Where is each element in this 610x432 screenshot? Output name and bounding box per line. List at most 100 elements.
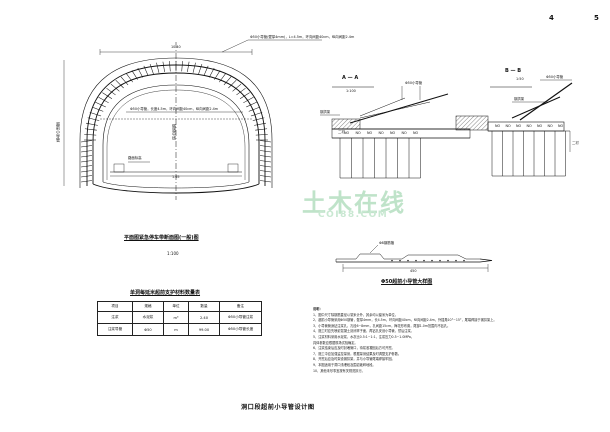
note-line: 5、注浆材料采用水泥浆，水灰比0.5:1~1:1，注浆压力0.5~1.0MPa， [313,334,415,339]
drawing-line [259,170,272,173]
drawing-line [80,180,93,183]
section-cell-label: NO [390,130,396,135]
grout-hole [407,259,409,262]
drawing-line [259,175,272,178]
drawing-line [84,128,97,131]
drawing-line [80,150,93,153]
note-line: 1、图中尺寸除钢筋直径以毫米计外，其余均以厘米为单位。 [313,312,398,317]
drawing-line [181,61,183,72]
drawing-line [214,70,221,80]
table-cell: m [163,323,189,336]
drawing-line [84,134,97,136]
main-bottom-note: 路面标高 [128,156,142,160]
drawing-line [86,122,98,126]
drawing-line [259,160,272,163]
drawing-line [149,63,154,75]
drawing-line [187,61,190,72]
section-bb-label: B — B [505,68,522,74]
drawing-line [80,175,93,178]
table-cell: m³ [163,311,189,324]
drawing-line [246,101,257,108]
section-cell-label: NO [495,123,501,128]
drawing-line [131,70,138,80]
drawing-line [259,180,272,183]
table-row: 注浆导管 Φ50 m 99.00 Φ50小导管长度 [97,323,262,336]
main-side-label: 超前小导管 [56,122,61,142]
drawing-line [80,160,93,163]
note-line: 9、本图适用于洞口浅埋段及围岩破碎地段。 [313,362,376,367]
section-aa-columns [339,138,421,179]
page-number-left: 4 [549,14,554,22]
section-cell-label: NO [367,130,373,135]
watermark-logo: 土木在线 [302,189,406,217]
main-dim-bottom: 1.65 [172,175,180,179]
main-top-note: Φ50小导管(壁厚4mm)，L=4.5m，环向间距40cm，纵向间距2.4m [250,35,355,39]
table-cell: Φ50小导管长度 [219,323,262,336]
section-cell-label: NO [505,123,511,128]
section-bb-note3: 二衬 [572,141,579,145]
drawing-line [259,145,272,148]
drawing-line [223,76,232,86]
table-header-cell: 备注 [219,301,262,312]
grout-hole [447,259,449,262]
section-cell-label: NO [516,123,522,128]
drawing-line [243,96,254,104]
note-line: 8、开挖后应及时架设钢拱架，并与小导管尾端焊接牢固。 [313,357,395,362]
drawing-line [137,67,144,78]
drawing-line [106,87,116,96]
pipe-detail-drawing [335,244,493,272]
drawing-line [254,122,266,126]
grout-hole [415,259,417,262]
drawing-line [236,87,246,96]
grout-hole [463,259,465,262]
section-cell-label: NO [355,130,361,135]
main-caption: 平面图紧急停车带断面图(一般)图 [124,235,199,241]
note-line: 3、小导管管身钻注浆孔，孔径6~8mm，孔间距15cm，梅花形布置，尾部1.0m… [313,323,451,328]
section-cell-label: NO [378,130,384,135]
section-aa-note1: Φ50小导管 [405,81,423,85]
section-aa-scale: 1:100 [346,89,356,93]
drawing-line [89,112,102,117]
drawing-line [232,83,242,92]
section-aa-note2: 钢拱架 [320,110,331,114]
section-cell-label: NO [558,123,564,128]
main-dim-top: 10.40 [171,45,181,49]
drawing-line [259,150,272,153]
section-bb-note1: Φ50小导管 [546,75,564,79]
drawing-line [102,92,113,100]
table-row: 注浆 水泥浆 m³ 2.40 Φ50小导管注浆 [97,311,262,324]
drawing-line [228,80,237,89]
table-cell: 注浆 [97,311,133,324]
table-header-cell: 数量 [188,301,220,312]
table-cell: 2.40 [188,311,220,324]
drawing-line [143,65,149,76]
section-bb-scale: 1:50 [516,77,524,81]
note-line: 4、施工时应先喷射混凝土封闭掌子面，再钻孔安设小导管，然后注浆。 [313,329,414,334]
pipe-grout-holes [391,259,465,262]
drawing-line [92,106,104,112]
drawing-line [98,96,109,104]
tunnel-cross-section [63,42,273,200]
note-line: 6、注浆结束后应及时封堵管口，待浆液凝固后方可开挖。 [313,346,395,351]
section-cell-label: NO [344,130,350,135]
section-cell-label: NO [526,123,532,128]
drawing-line [219,73,226,83]
pipe-fan-hatching [80,60,272,183]
drawing-line [126,73,133,83]
drawing-line [248,106,260,112]
table-title: 单洞每延米超前支护材料数量表 [130,290,201,296]
drawing-line [250,112,263,117]
section-aa-drawing [320,86,471,139]
drawing-line [259,155,272,158]
drawing-line [80,145,93,148]
table-header-row: 项目 规格 单位 数量 备注 [97,301,262,312]
drawing-line [252,117,265,121]
note-line: 7、施工中应加强监控量测，根据量测结果及时调整支护参数。 [313,351,402,356]
table-cell: Φ50小导管注浆 [219,311,262,324]
table-cell: Φ50 [132,323,164,336]
drawing-line [259,140,272,143]
grout-hole [439,259,441,262]
grout-hole [431,259,433,262]
